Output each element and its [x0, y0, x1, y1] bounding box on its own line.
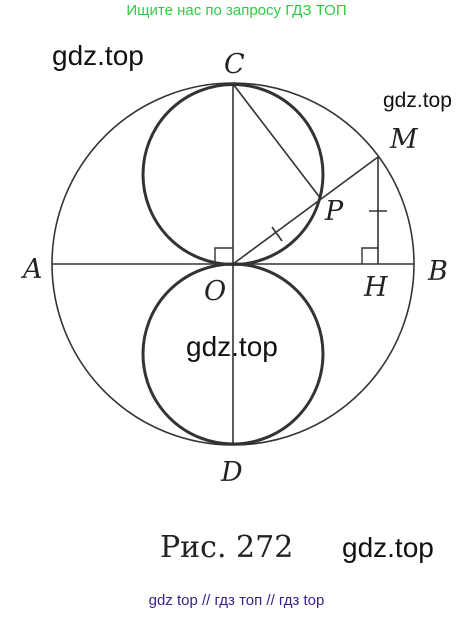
right-angle-O	[214, 247, 233, 264]
label-B: B	[427, 256, 448, 287]
label-M: M	[389, 124, 419, 155]
watermark-center: gdz.top	[186, 331, 278, 362]
figure-caption: Рис. 272	[160, 530, 294, 565]
watermark-top-right: gdz.top	[383, 89, 452, 112]
label-O: O	[204, 276, 226, 307]
search-banner: Ищите нас по запросу ГДЗ ТОП	[126, 2, 347, 19]
label-A: A	[20, 254, 43, 285]
watermark-top-left: gdz.top	[52, 40, 144, 71]
label-P: P	[324, 196, 344, 227]
footer-links: gdz top // гдз топ // гдз top	[148, 592, 325, 609]
watermark-bottom-right: gdz.top	[342, 532, 434, 563]
label-H: H	[363, 272, 388, 303]
label-D: D	[220, 457, 243, 488]
tick-OP	[271, 226, 283, 242]
segment-OM	[232, 156, 379, 265]
label-C: C	[224, 49, 245, 80]
right-angle-H	[361, 247, 378, 264]
segment-CP	[232, 83, 322, 200]
